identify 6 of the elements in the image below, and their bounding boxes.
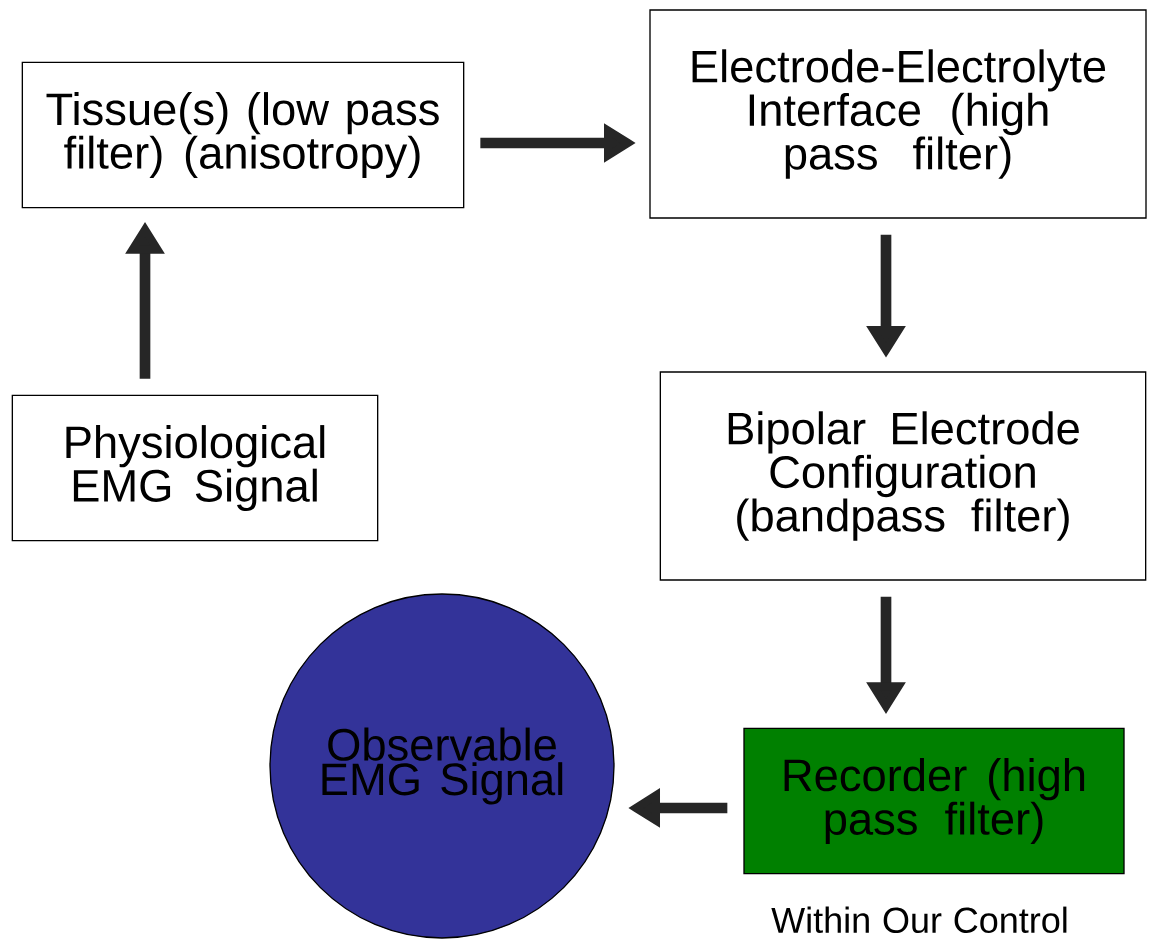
process-box: Tissue(s) (low pass filter) (anisotropy) — [21, 61, 465, 209]
note-text: Within Our Control — [771, 906, 1067, 934]
process-box: Bipolar Electrode Configuration (bandpass filter) — [659, 371, 1147, 581]
process-box: Physiological EMG Signal — [11, 394, 379, 542]
process-box: Electrode-Electrolyte Interface (high pass filter) — [649, 9, 1147, 219]
process-box: Recorder (high pass filter) — [743, 727, 1125, 875]
